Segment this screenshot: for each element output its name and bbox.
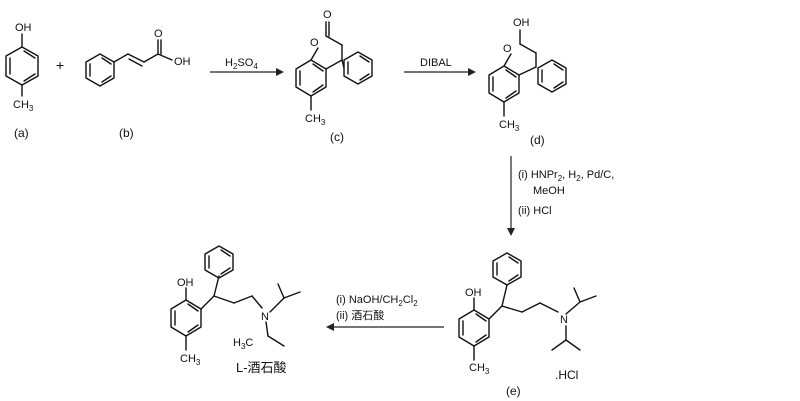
- compound-product-oh: OH: [177, 277, 194, 289]
- compound-d-label: (d): [530, 133, 545, 147]
- compound-d-oh: OH: [513, 17, 530, 29]
- reaction-step-1: H2SO4: [210, 57, 284, 76]
- reaction-step-4: (i) NaOH/CH2Cl2 (ii) 酒石酸: [326, 294, 444, 331]
- compound-product: OH N H3C CH3 L-酒石酸: [170, 245, 301, 375]
- compound-a-structure: [5, 33, 39, 97]
- compound-b: O OH (b): [85, 28, 191, 140]
- compound-e-n: N: [560, 314, 568, 326]
- compound-a-ch3: CH3: [13, 99, 34, 113]
- compound-product-h3c: H3C: [233, 337, 253, 351]
- plus-sign: +: [56, 57, 64, 73]
- compound-d-ch3: CH3: [499, 119, 520, 133]
- step1-reagent: H2SO4: [225, 57, 258, 71]
- compound-b-oh: OH: [174, 56, 191, 68]
- compound-a-oh: OH: [15, 22, 32, 34]
- reaction-step-2: DIBAL: [404, 57, 476, 76]
- reaction-step-3: (i) HNPr2, H2, Pd/C, MeOH (ii) HCl: [507, 156, 614, 236]
- compound-e-structure: [458, 252, 597, 361]
- compound-d-structure: [488, 29, 567, 117]
- compound-c-ch3: CH3: [305, 113, 326, 127]
- compound-d-o-ring: O: [503, 43, 512, 55]
- compound-e-label: (e): [506, 384, 521, 398]
- compound-e: OH N CH3 .HCl (e): [458, 252, 597, 398]
- compound-e-oh: OH: [465, 287, 482, 299]
- compound-b-o: O: [154, 28, 163, 40]
- step4-line2: (ii) 酒石酸: [336, 308, 384, 322]
- step2-reagent: DIBAL: [420, 57, 452, 69]
- compound-e-ch3: CH3: [469, 362, 490, 376]
- compound-d: O OH CH3 (d): [488, 17, 567, 147]
- compound-product-n: N: [261, 311, 269, 323]
- compound-c-label: (c): [330, 130, 344, 144]
- step3-line3: (ii) HCl: [518, 205, 552, 217]
- compound-b-label: (b): [119, 126, 134, 140]
- compound-e-salt: .HCl: [555, 368, 578, 382]
- compound-product-label: L-酒石酸: [236, 360, 287, 375]
- step3-line1: (i) HNPr2, H2, Pd/C,: [518, 169, 614, 183]
- compound-c-structure: [295, 21, 373, 111]
- compound-c-o-ring: O: [310, 37, 319, 49]
- compound-product-structure: [170, 245, 301, 351]
- compound-c: O O CH3 (c): [295, 9, 373, 144]
- compound-c-o-carbonyl: O: [323, 9, 332, 21]
- compound-a: OH CH3 (a): [5, 22, 39, 140]
- step4-line1: (i) NaOH/CH2Cl2: [336, 294, 418, 308]
- compound-product-ch3: CH3: [180, 353, 201, 367]
- compound-a-label: (a): [14, 126, 29, 140]
- step3-line2: MeOH: [533, 185, 565, 197]
- compound-b-structure: [85, 39, 173, 87]
